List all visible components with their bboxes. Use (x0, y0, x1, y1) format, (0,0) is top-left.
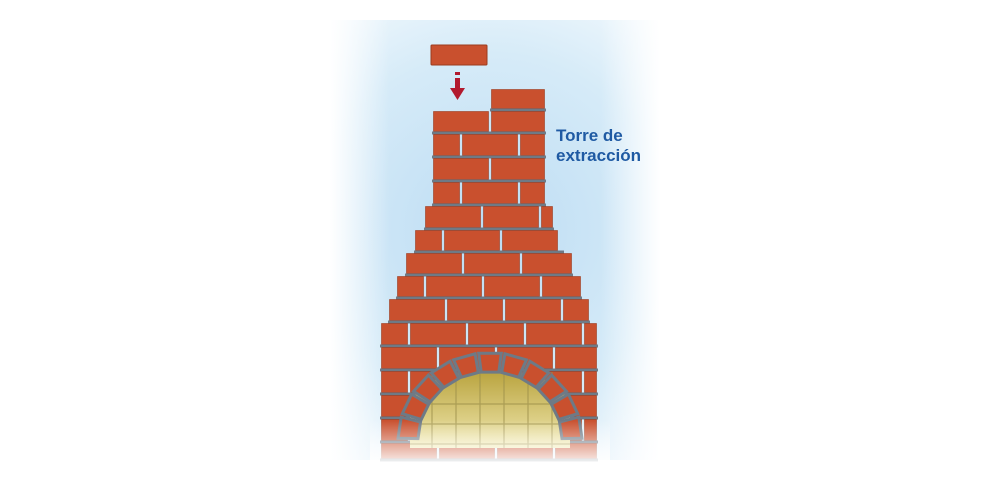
brick (381, 347, 437, 369)
brick (433, 111, 489, 132)
arch-brick (428, 359, 461, 390)
mortar-joint (432, 155, 546, 159)
brick (491, 158, 545, 180)
brick (522, 253, 572, 274)
mortar-joint (405, 273, 573, 277)
brick (464, 253, 520, 274)
brick (505, 299, 561, 321)
brick (468, 323, 524, 345)
brick (584, 371, 597, 393)
brick (410, 323, 466, 345)
arch-brick (476, 351, 504, 374)
arch-brick (519, 359, 552, 390)
brick (426, 276, 482, 297)
brick (502, 230, 558, 251)
brick (415, 230, 442, 251)
brick (389, 299, 445, 321)
mortar-joint (432, 131, 546, 135)
brick (484, 276, 540, 297)
extraction-tower-label: Torre de extracción (556, 126, 641, 166)
brick (381, 371, 408, 393)
mortar-joint (396, 296, 582, 300)
brick (520, 182, 545, 204)
arch-brick (549, 392, 580, 422)
mortar-joint (424, 227, 554, 231)
brick (563, 299, 589, 321)
brick (541, 206, 553, 228)
brick (520, 134, 545, 156)
label-line-1: Torre de (556, 126, 623, 145)
down-arrow-icon (450, 72, 465, 100)
mortar-joint (380, 344, 598, 348)
arch-brick (536, 372, 569, 404)
brick (381, 323, 408, 345)
arch-brick (451, 351, 481, 379)
mortar-joint (490, 108, 546, 112)
brick (447, 299, 503, 321)
brick (433, 158, 489, 180)
mortar-joint (432, 179, 546, 183)
mortar-joint (432, 203, 546, 207)
mortar-joint (414, 250, 564, 254)
mortar-joint (388, 320, 590, 324)
brick (425, 206, 481, 228)
arch-brick (499, 351, 529, 379)
brick (433, 182, 460, 204)
brick (491, 89, 545, 109)
brick (433, 134, 460, 156)
loose-brick (430, 44, 488, 66)
brick (444, 230, 500, 251)
arch-brick (411, 372, 444, 404)
brick (406, 253, 462, 274)
brick (397, 276, 424, 297)
arch-brick (400, 392, 431, 422)
brick (483, 206, 539, 228)
brick (462, 134, 518, 156)
brick (584, 323, 597, 345)
label-line-2: extracción (556, 146, 642, 165)
brick (555, 347, 597, 369)
brick (491, 111, 545, 132)
brick (526, 323, 582, 345)
brick (462, 182, 518, 204)
brick (542, 276, 581, 297)
